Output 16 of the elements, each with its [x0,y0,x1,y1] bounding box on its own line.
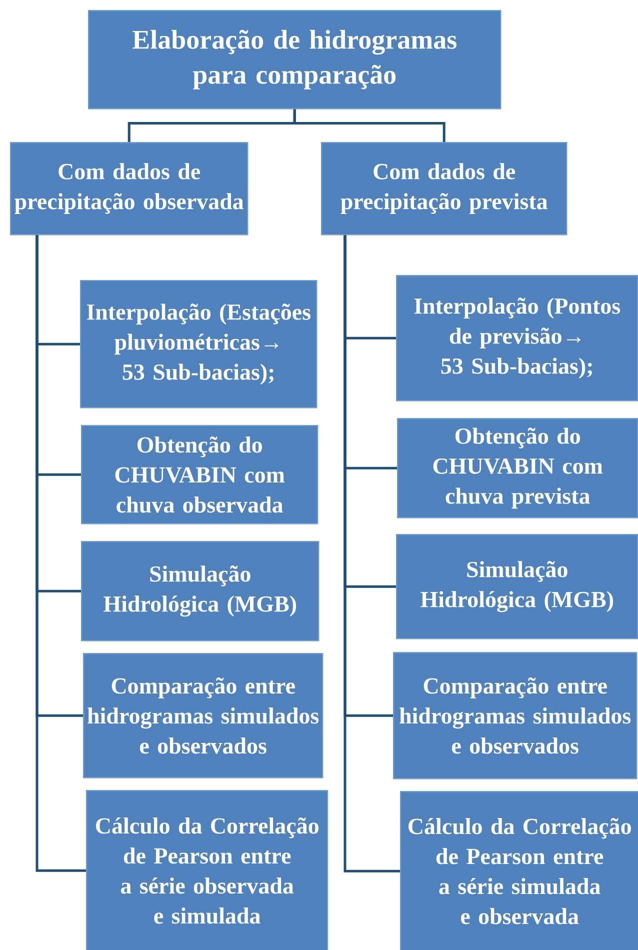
connector-line [36,235,86,872]
process-box: Simulação Hidrológica (MGB) [81,541,320,642]
process-box: Interpolação (Pontos de previsão→ 53 Sub-bacias); [396,275,638,402]
process-box: Cálculo da Correlação de Pearson entre a série simulada e observada [400,791,638,950]
process-box: Cálculo da Correlação de Pearson entre a série observada e simulada [86,790,328,950]
category-box: Com dados de precipitação observada [10,142,248,236]
process-box: Interpolação (Estações pluviométricas→ 53 Sub-bacias); [80,280,318,408]
title-box: Elaboração de hidrogramas para comparação [88,10,502,110]
category-box: Com dados de precipitação prevista [321,142,568,236]
process-box: Comparação entre hidrogramas simulados e observados [83,653,324,778]
connector-line [293,109,446,142]
connector-line [344,235,400,872]
process-box: Obtenção do CHUVABIN com chuva observada [81,425,318,524]
process-box: Comparação entre hidrogramas simulados e observados [393,652,638,780]
process-box: Obtenção do CHUVABIN com chuva prevista [397,418,638,518]
process-box: Simulação Hidrológica (MGB) [396,534,638,640]
